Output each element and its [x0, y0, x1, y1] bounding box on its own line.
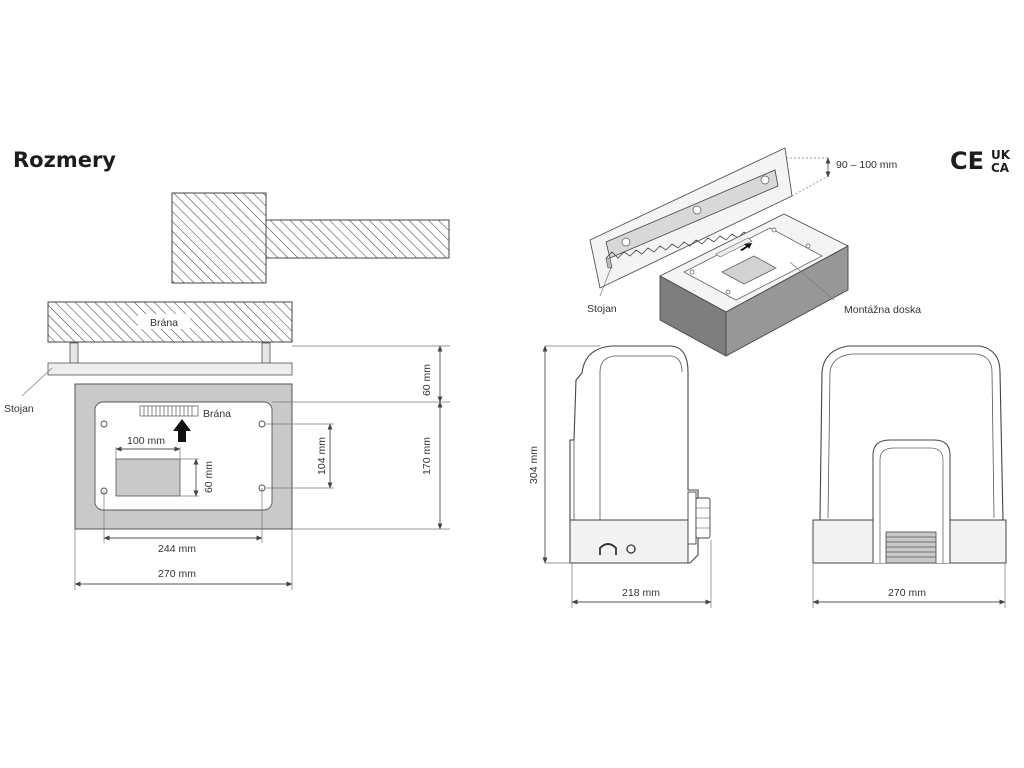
front-width-label: 270 mm: [888, 587, 926, 599]
dim-60-label: 60 mm: [421, 364, 433, 396]
ukca-mark-top: UK: [991, 148, 1011, 162]
front-view: 270 mm: [812, 345, 1007, 608]
dim-244-label: 244 mm: [158, 543, 196, 555]
certification-marks: CE UK CA: [950, 146, 1020, 181]
ce-mark: CE: [950, 147, 984, 175]
side-height-label: 304 mm: [528, 446, 540, 484]
plate-gate-label: Brána: [203, 408, 231, 420]
stand-leader: [21, 367, 53, 397]
stand-label: Stojan: [4, 403, 34, 415]
gate-post: [171, 192, 267, 284]
top-view: Brána Stojan Brána: [4, 192, 450, 590]
front-body-outline: [819, 345, 1004, 521]
gate-beam: [265, 219, 450, 259]
iso-rack: [605, 169, 779, 259]
cable-opening: [115, 458, 181, 497]
iso-stand-label: Stojan: [587, 303, 617, 315]
iso-dim-range: 90 – 100 mm: [836, 159, 898, 171]
iso-box-right: [725, 245, 849, 357]
dim-100-label: 100 mm: [127, 435, 165, 447]
mount-hole: [258, 420, 266, 428]
side-view: 304 mm 218 mm: [528, 345, 712, 608]
dim-170-label: 170 mm: [421, 437, 433, 475]
page-title: Rozmery: [13, 148, 116, 172]
dim-60v-label: 60 mm: [203, 461, 215, 493]
gate-label-bg: [138, 314, 190, 329]
mount-hole: [100, 420, 108, 428]
dim-104-label: 104 mm: [316, 437, 328, 475]
side-base: [569, 519, 689, 564]
dim-270-label: 270 mm: [158, 568, 196, 580]
rack: [139, 405, 199, 417]
key-hole-icon: [626, 544, 636, 554]
stand-leg-left: [69, 342, 79, 364]
ukca-mark-bottom: CA: [991, 161, 1010, 175]
stand-bar: [47, 362, 293, 376]
release-lock-icon: [599, 543, 617, 555]
iso-cable-opening: [721, 255, 777, 285]
iso-arrow-icon: [740, 243, 752, 251]
iso-plate-label: Montážna doska: [844, 304, 921, 316]
iso-view: 90 – 100 mm Stojan Montážna doska: [587, 147, 921, 357]
stand-leg-right: [261, 342, 271, 364]
gate-label: Brána: [150, 317, 178, 329]
direction-arrow-icon: [173, 419, 191, 442]
ce-ukca-logo: CE UK CA: [950, 147, 1011, 175]
rack-teeth: [143, 406, 193, 416]
side-width-label: 218 mm: [622, 587, 660, 599]
